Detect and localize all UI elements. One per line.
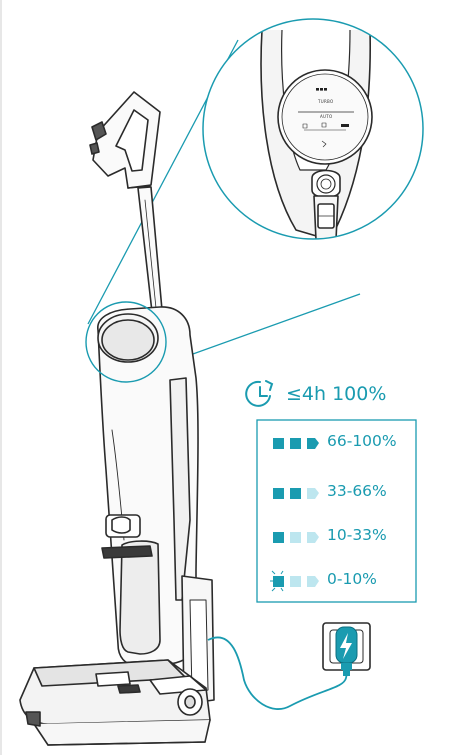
vacuum-cleaner [19,91,215,746]
battery-segment-icon [307,532,319,543]
battery-segment-icon [307,488,319,499]
battery-level-label-1: 33-66% [327,482,387,500]
blink-ray [280,587,284,592]
battery-segment-icon [273,532,284,543]
zoom-circle-small [85,301,167,383]
battery-levels-box [256,419,417,603]
panel-label-turbo: TURBO [318,99,334,104]
power-cable [207,636,349,710]
battery-segment-icon [290,488,301,499]
battery-segment-icon [290,532,301,543]
battery-segment-icon [307,576,319,587]
blink-ray [271,587,276,592]
battery-segment-icon [290,576,301,587]
battery-segment-icon [273,488,284,499]
battery-segment-icon [273,576,284,587]
blink-ray [271,570,276,575]
battery-segment-icon [290,438,301,449]
battery-indicator-rows [270,438,319,592]
blink-ray [280,570,284,575]
zoom-detail [202,18,424,240]
battery-level-label-2: 10-33% [327,526,387,544]
battery-level-label-3: 0-10% [327,570,377,588]
battery-segment-icon [307,438,319,449]
power-plug-icon [322,622,371,676]
panel-label-auto: AUTO [320,114,333,119]
battery-level-label-0: 66-100% [327,432,397,450]
clock-icon [245,380,274,407]
charging-summary: ≤4h 100% [286,383,387,405]
battery-segment-icon [273,438,284,449]
vacuum-handle [89,91,161,189]
lightning-icon [340,633,352,659]
